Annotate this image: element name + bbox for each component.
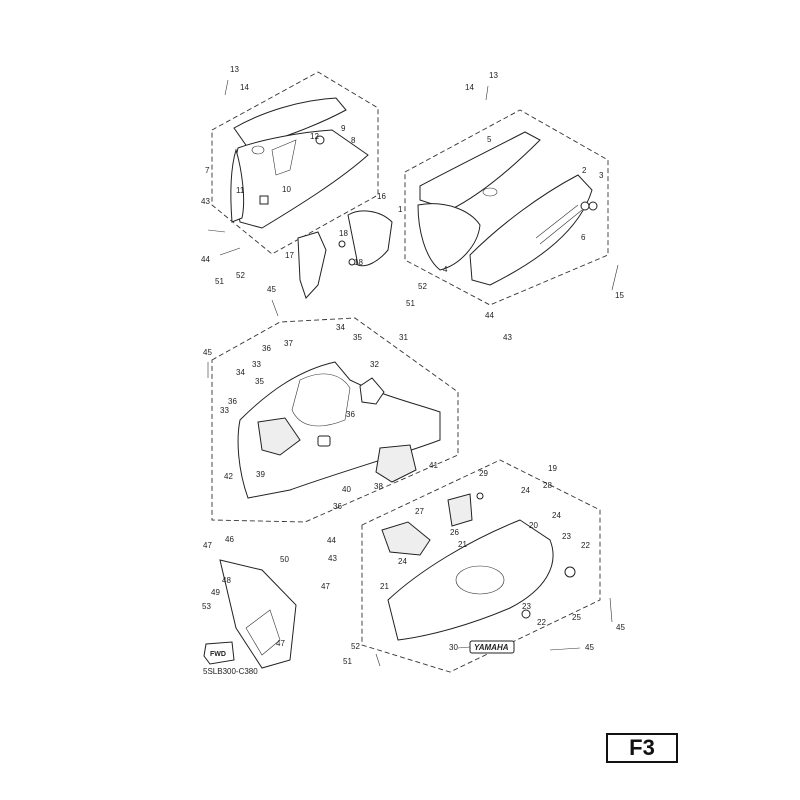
callout-c25: 25 (572, 613, 581, 622)
callout-c24c: 24 (398, 557, 407, 566)
front-bracket (219, 559, 297, 669)
callout-c38: 38 (374, 482, 383, 491)
callout-c34b: 34 (236, 368, 245, 377)
callout-c36b: 36 (228, 397, 237, 406)
under-cowling-lower (381, 492, 576, 641)
callout-c48: 48 (222, 576, 231, 585)
callout-c37: 37 (284, 339, 293, 348)
callout-c44b: 44 (485, 311, 494, 320)
callout-c4: 4 (443, 265, 448, 274)
callout-c47a: 47 (203, 541, 212, 550)
fwd-arrow-icon (203, 641, 235, 665)
callout-c8: 8 (351, 136, 356, 145)
group-box-under-cowling-upper (211, 317, 459, 523)
callout-c1: 1 (398, 205, 403, 214)
callout-c7: 7 (205, 166, 210, 175)
callout-c51c: 51 (343, 657, 352, 666)
callout-c21b: 21 (380, 582, 389, 591)
callout-c27: 27 (415, 507, 424, 516)
callout-c24b: 24 (552, 511, 561, 520)
side-cowling-right (417, 131, 598, 286)
callout-c18a: 18 (339, 229, 348, 238)
page-code-label: F3 (606, 733, 678, 763)
callout-c12: 12 (310, 132, 319, 141)
callout-c2: 2 (582, 166, 587, 175)
group-box-right-side-cowling (404, 109, 609, 306)
callout-c33a: 33 (252, 360, 261, 369)
callout-c43b: 43 (503, 333, 512, 342)
callout-c9: 9 (341, 124, 346, 133)
callout-c44a: 44 (201, 255, 210, 264)
callout-c3: 3 (599, 171, 604, 180)
callout-c35b: 35 (255, 377, 264, 386)
callout-c36a: 36 (262, 344, 271, 353)
under-cowling-upper (237, 361, 441, 499)
callout-c33b: 33 (220, 406, 229, 415)
callout-c6: 6 (581, 233, 586, 242)
callout-c21a: 21 (458, 540, 467, 549)
callout-c52b: 52 (418, 282, 427, 291)
callout-c47c: 47 (276, 639, 285, 648)
callout-c36d: 36 (333, 502, 342, 511)
leader-lines (207, 79, 619, 667)
fwd-text: FWD (210, 651, 226, 658)
callout-c17: 17 (285, 251, 294, 260)
callout-c50: 50 (280, 555, 289, 564)
callout-c26: 26 (450, 528, 459, 537)
callout-c15: 15 (615, 291, 624, 300)
callout-c14a: 14 (240, 83, 249, 92)
callout-c30: 30 (449, 643, 458, 652)
callout-c14b: 14 (465, 83, 474, 92)
group-box-under-cowling-lower (361, 459, 601, 673)
callout-c23b: 23 (522, 602, 531, 611)
callout-c53: 53 (202, 602, 211, 611)
callout-c28: 28 (543, 481, 552, 490)
callout-c22a: 22 (581, 541, 590, 550)
callout-c45a: 45 (267, 285, 276, 294)
callout-c24a: 24 (521, 486, 530, 495)
callout-c47b: 47 (321, 582, 330, 591)
callout-c23a: 23 (562, 532, 571, 541)
callout-c41: 41 (429, 461, 438, 470)
callout-c35a: 35 (353, 333, 362, 342)
callout-c18b: 18 (354, 258, 363, 267)
callout-c32: 32 (370, 360, 379, 369)
callout-c45d: 45 (585, 643, 594, 652)
callout-c13b: 13 (489, 71, 498, 80)
callout-c5: 5 (487, 135, 492, 144)
callout-c36c: 36 (346, 410, 355, 419)
callout-c52c: 52 (351, 642, 360, 651)
inner-panel-17 (297, 231, 327, 299)
callout-c49: 49 (211, 588, 220, 597)
callout-c13a: 13 (230, 65, 239, 74)
callout-c19: 19 (548, 464, 557, 473)
callout-c22b: 22 (537, 618, 546, 627)
callout-c42: 42 (224, 472, 233, 481)
callout-c31: 31 (399, 333, 408, 342)
group-box-left-side-cowling (211, 71, 379, 255)
callout-c40: 40 (342, 485, 351, 494)
callout-c43c: 43 (328, 554, 337, 563)
callout-c34a: 34 (336, 323, 345, 332)
callout-c10: 10 (282, 185, 291, 194)
callout-c43a: 43 (201, 197, 210, 206)
callout-c20: 20 (529, 521, 538, 530)
callout-c51a: 51 (215, 277, 224, 286)
callout-c16: 16 (377, 192, 386, 201)
callout-c51b: 51 (406, 299, 415, 308)
emblem-text: YAMAHA (474, 643, 509, 652)
callout-c45b: 45 (203, 348, 212, 357)
inner-panel-16 (347, 210, 393, 267)
callout-c44c: 44 (327, 536, 336, 545)
callout-c11: 11 (236, 186, 245, 195)
callout-c45c: 45 (616, 623, 625, 632)
side-cowling-left (230, 97, 369, 229)
callout-c46: 46 (225, 535, 234, 544)
callout-c52a: 52 (236, 271, 245, 280)
callout-c39: 39 (256, 470, 265, 479)
callout-c29: 29 (479, 469, 488, 478)
